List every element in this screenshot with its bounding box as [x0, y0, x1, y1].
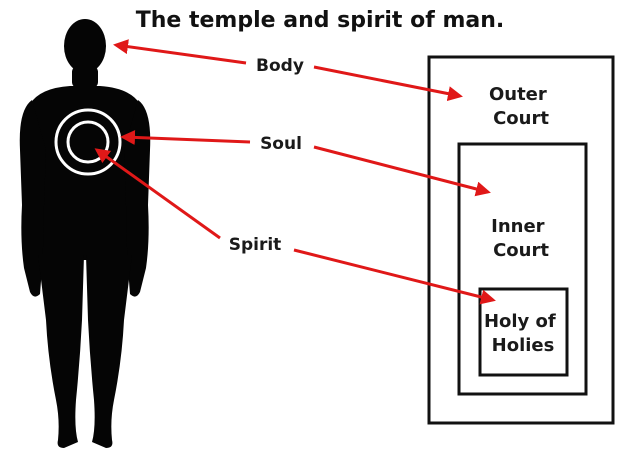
soul-arrow-to-inner-court [313, 145, 491, 197]
outer-court-line-1: Outer [489, 84, 547, 105]
holy-of-holies-box [478, 287, 569, 377]
body-label: Body [256, 56, 304, 76]
inner-court-line-1: Inner [491, 216, 545, 237]
spirit-arrow-to-figure [94, 148, 221, 240]
spirit-arrow-to-holy-of-holies [293, 248, 496, 305]
diagram-title: The temple and spirit of man. [136, 8, 504, 33]
inner-court-line-2: Court [493, 240, 549, 261]
body-arrow-to-outer-court [313, 65, 463, 102]
soul-label: Soul [260, 134, 302, 154]
holy-of-holies-label: Holy of Holies [484, 311, 562, 356]
holy-of-holies-line-1: Holy of [484, 311, 556, 332]
spirit-label: Spirit [229, 235, 282, 255]
holy-of-holies-line-2: Holies [492, 335, 555, 356]
outer-court-line-2: Court [493, 108, 549, 129]
concentric-circles-icon [54, 108, 122, 176]
soul-arrow-to-figure [120, 129, 251, 145]
body-arrow-to-figure [113, 39, 247, 65]
inner-court-label: Inner Court [491, 216, 551, 261]
human-silhouette-icon [19, 19, 151, 448]
outer-court-label: Outer Court [489, 84, 553, 129]
